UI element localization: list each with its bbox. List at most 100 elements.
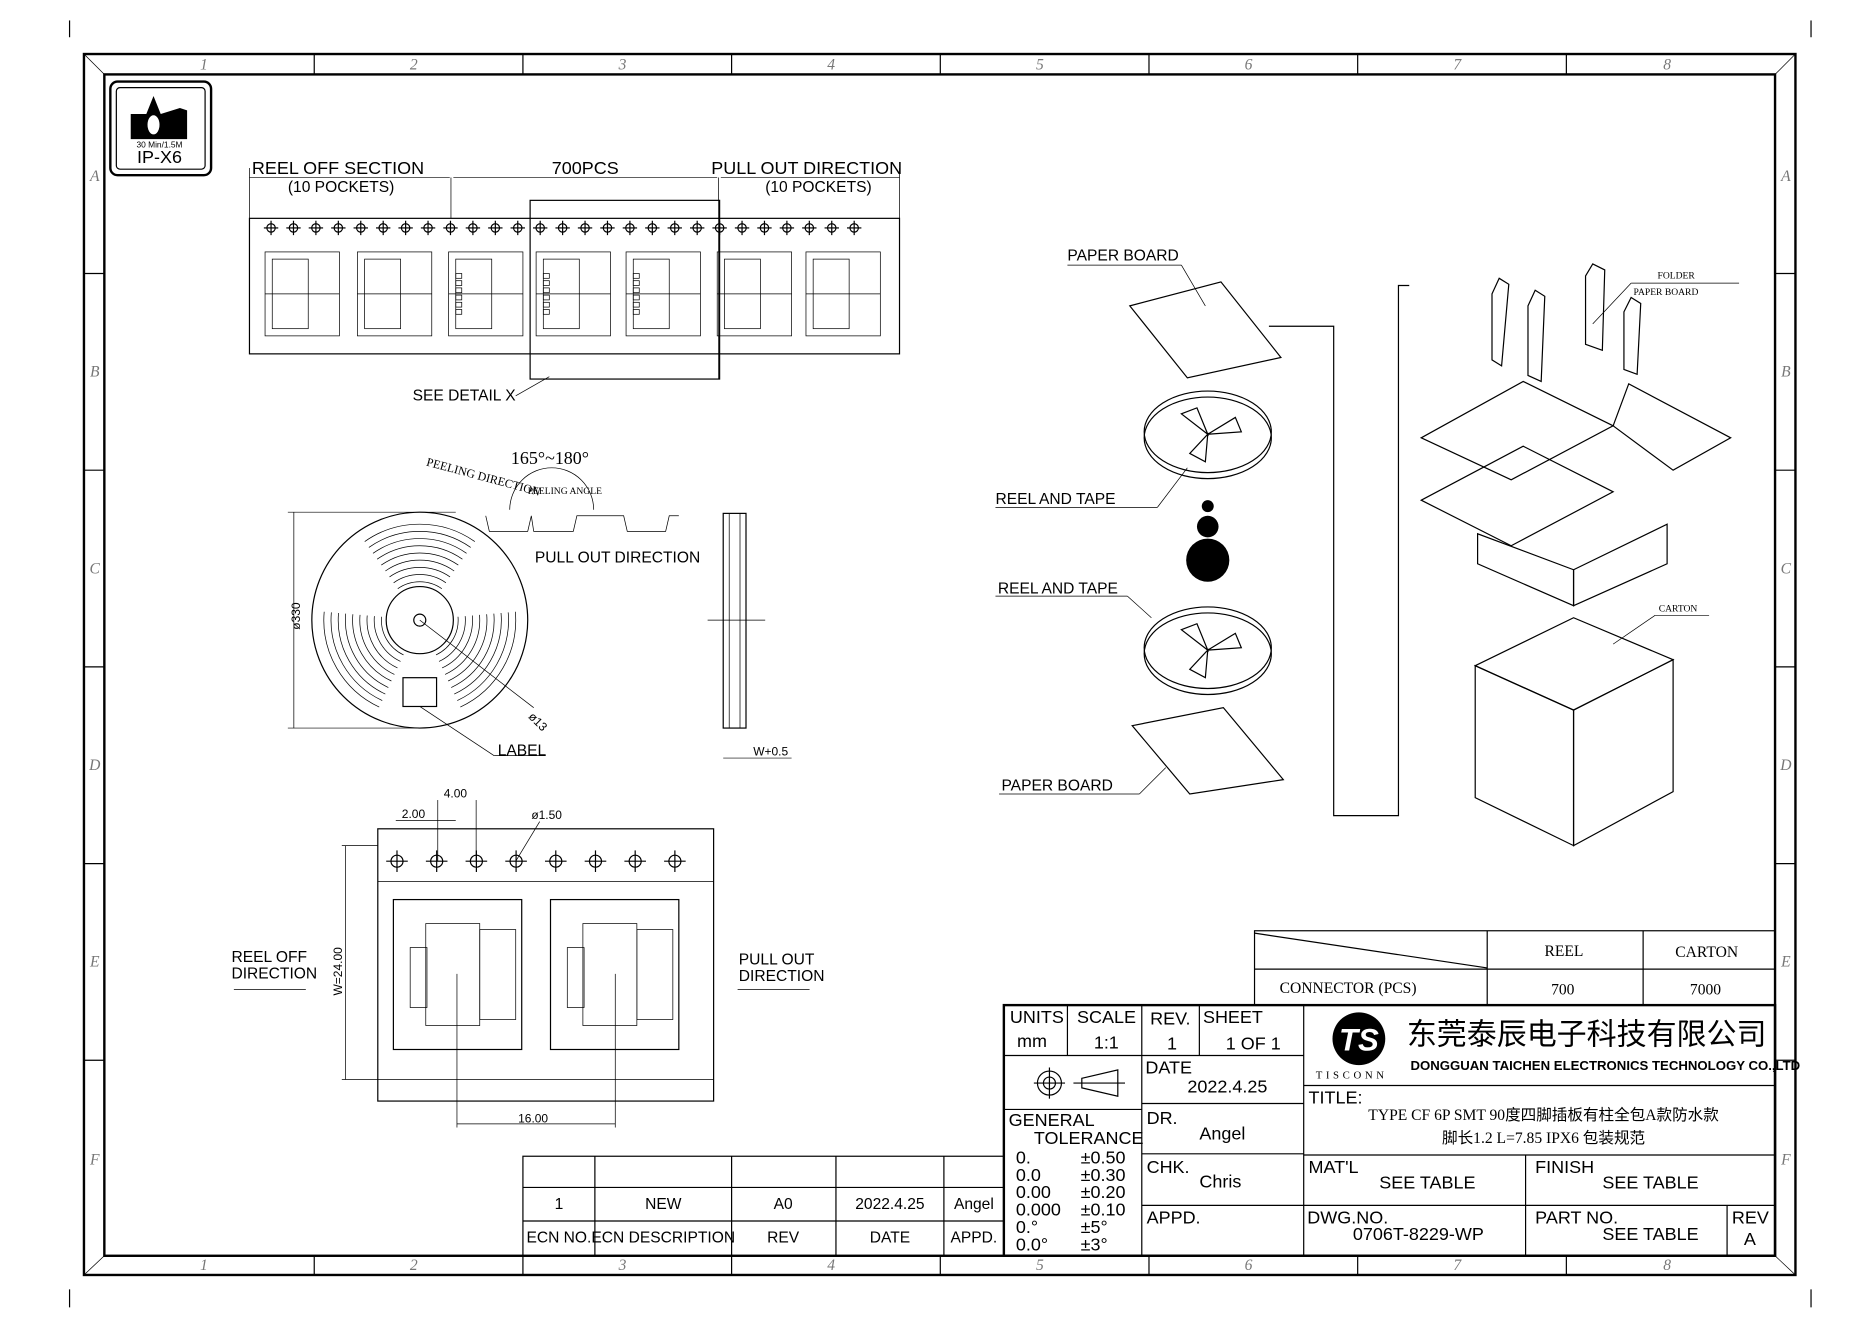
tolerance-value: ±0.20 [1081,1182,1126,1202]
ecn-header: REV [767,1230,800,1247]
grid-row-label: A [89,168,100,185]
carton-qty: 7000 [1690,981,1721,998]
tolerance-title-2: TOLERANCE [1034,1128,1144,1148]
reel-width-dim: W+0.5 [753,745,788,759]
tolerance-key: 0.0° [1016,1234,1048,1254]
reel-off-label-2: DIRECTION [231,966,317,983]
reel-and-tape-label-1: REEL AND TAPE [995,491,1115,508]
rev-label: REV. [1150,1008,1190,1028]
company-name-cn: 东莞泰辰电子科技有限公司 [1407,1018,1767,1053]
rev-value-2: A [1744,1229,1756,1249]
tape-pocket [357,251,433,337]
reel-off-pockets-label: (10 POCKETS) [288,179,394,196]
reel-diameter-dim: ø330 [289,602,303,630]
tolerance-value: ±0.30 [1081,1165,1126,1185]
tape-pocket [805,251,881,337]
grid-column-label: 8 [1663,57,1671,74]
tolerance-value: ±5° [1081,1217,1108,1237]
grid-column-label: 4 [827,57,835,74]
drawing-border [82,52,1797,1277]
ecn-cell: NEW [645,1196,682,1213]
ecn-header: ECN NO. [526,1230,591,1247]
tape-pocket [716,251,792,337]
grid-row-label: C [90,560,101,577]
reel-off-section-label: REEL OFF SECTION [252,158,424,178]
dr-value: Angel [1199,1123,1245,1143]
part-no-label: PART NO. [1535,1207,1618,1227]
peeling-angle-label: PEELING ANGLE [528,486,602,497]
paper-board-top-label: PAPER BOARD [1067,247,1178,264]
carton-label: CARTON [1659,604,1698,615]
tape-pocket [625,251,701,337]
ecn-cell: 2022.4.25 [855,1196,925,1213]
units-value: mm [1017,1031,1047,1051]
ecn-cell: 1 [555,1196,564,1213]
sheet-value: 1 OF 1 [1226,1033,1281,1053]
tolerance-key: 0.0 [1016,1165,1041,1185]
appd-label: APPD. [1147,1207,1201,1227]
tape-pocket [264,251,340,337]
chk-label: CHK. [1147,1157,1190,1177]
pull-out-pockets-label: (10 POCKETS) [765,179,871,196]
paper-board-bottom-label: PAPER BOARD [1001,777,1112,794]
reel-and-tape-label-2: REEL AND TAPE [998,581,1118,598]
tolerance-value: ±3° [1081,1234,1108,1254]
grid-column-label: 2 [410,57,418,74]
grid-row-label: D [1779,757,1792,774]
ecn-header: APPD. [951,1230,998,1247]
ip-x6-badge: 30 Min/1.5M IP-X6 [109,80,213,177]
grid-column-label: 1 [200,57,208,74]
reel-label-callout: LABEL [498,743,547,760]
third-angle-projection-icon [1033,1067,1125,1099]
title-line-1: TYPE CF 6P SMT 90度四脚插板有柱全包A款防水款 [1368,1106,1719,1124]
folder-label: FOLDER [1658,270,1696,281]
sheet-label: SHEET [1203,1007,1263,1027]
tolerance-key: 0.00 [1016,1182,1051,1202]
svg-text:TS: TS [1339,1023,1379,1058]
scale-label: SCALE [1077,1007,1136,1027]
pull-out-label-2: DIRECTION [739,968,825,985]
grid-column-label: 3 [618,57,627,74]
hub-diameter-dim: ø13 [526,709,551,734]
grid-row-label: F [1780,1152,1791,1169]
corner-marks [68,20,1812,1308]
dwg-no-value: 0706T-8229-WP [1353,1224,1484,1244]
tisconn-logo: TS TISCONN [1316,1012,1386,1081]
title-line-2: 脚长1.2 L=7.85 IPX6 包装规范 [1442,1129,1645,1147]
grid-column-label: 4 [827,1257,835,1274]
pull-out-direction-label: PULL OUT DIRECTION [711,158,902,178]
chk-value: Chris [1199,1171,1241,1191]
grid-row-label: D [88,757,101,774]
grid-column-label: 6 [1245,1257,1253,1274]
folder-paper-board-label: PAPER BOARD [1634,287,1699,298]
tape-pocket [535,251,611,337]
tape-strip-view: REEL OFF SECTION (10 POCKETS) 700PCS PUL… [248,158,902,405]
tape-pocket [448,251,524,337]
tolerance-value: ±0.50 [1081,1147,1126,1167]
row-label-connector: CONNECTOR (PCS) [1280,980,1417,997]
reel-pull-out-label: PULL OUT DIRECTION [535,550,700,567]
peeling-angle-dim: 165°~180° [511,448,589,468]
detail-x-view: 4.00 2.00 ø1.50 W=24.00 16.00 REEL OFF D… [231,787,824,1128]
grid-row-label: A [1780,168,1791,185]
rev-value: 1 [1167,1033,1177,1053]
grid-row-label: E [1780,954,1791,971]
finish-value: SEE TABLE [1602,1173,1698,1193]
quantity-label: 700PCS [552,158,619,178]
reel-qty: 700 [1551,981,1575,998]
grid-column-label: 7 [1453,57,1462,74]
grid-column-label: 3 [618,1257,627,1274]
date-value: 2022.4.25 [1187,1077,1267,1097]
grid-column-label: 5 [1036,1257,1044,1274]
tolerance-title-1: GENERAL [1009,1110,1095,1130]
title-block: UNITS mm SCALE 1:1 REV. 1 SHEET 1 OF 1 D… [1002,1003,1800,1257]
ecn-header: ECN DESCRIPTION [591,1230,735,1247]
width-dim: W=24.00 [331,947,345,996]
grid-column-label: 2 [410,1257,418,1274]
hole-dim: ø1.50 [531,808,562,822]
tolerance-key: 0. [1016,1147,1031,1167]
rev-label-2: REV [1732,1207,1769,1227]
